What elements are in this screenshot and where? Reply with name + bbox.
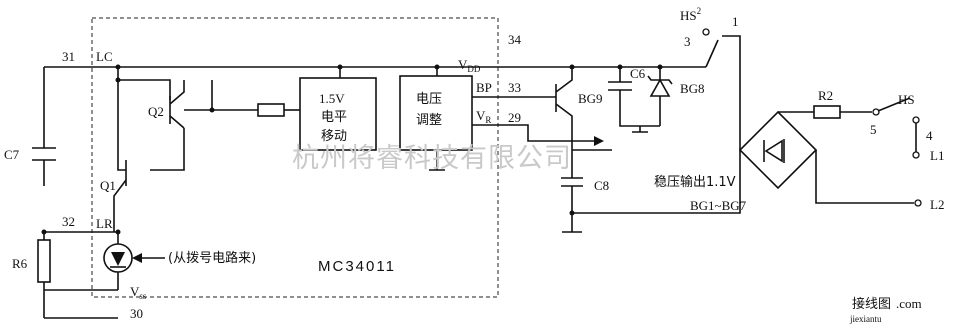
wire-c8-gnd (562, 186, 582, 233)
level-shift-line-2: 电平 (321, 110, 347, 125)
junction (115, 77, 121, 83)
switch-hs2-contact (702, 28, 710, 36)
node-5: 5 (870, 122, 877, 137)
pin-32: 32 (62, 214, 75, 229)
label-vss-sub: ss (139, 291, 147, 301)
label-c6: C6 (630, 66, 646, 81)
junction (617, 64, 623, 70)
node-3: 3 (684, 34, 691, 49)
wire-lc-down (117, 67, 171, 100)
wire-lc-q1 (117, 80, 126, 171)
bg9-emitter (555, 103, 573, 178)
label-bridge: BG1~BG7 (690, 198, 747, 213)
label-r2: R2 (818, 88, 833, 103)
terminal-l2 (914, 199, 922, 207)
bridge-diode (764, 139, 783, 163)
watermark-site: 接线图 (852, 296, 891, 311)
wire-bridge-return (572, 150, 741, 214)
junction (569, 210, 575, 216)
dial-input-arrow (132, 253, 142, 263)
pin-33: 33 (508, 80, 521, 95)
switch-hs2-blade (705, 39, 719, 68)
current-source-arrow (111, 252, 125, 266)
label-hs: HS (898, 92, 915, 107)
label-hs-top-main: HS (680, 8, 697, 23)
label-c7: C7 (4, 147, 20, 162)
label-vdd-sub: DD (467, 64, 480, 74)
chip-name: MC34011 (318, 258, 396, 275)
junction (337, 64, 343, 70)
label-c8: C8 (594, 178, 609, 193)
voltage-reg-line-2: 调整 (416, 113, 442, 128)
label-lc: LC (96, 49, 113, 64)
regulated-output-note: 稳压输出1.1V (654, 174, 736, 190)
resistor-r6 (37, 239, 51, 283)
level-shift-line-1: 1.5V (319, 91, 345, 106)
junction (434, 64, 440, 70)
switch-hs-contact (912, 116, 920, 124)
watermark-url: jiexiantu (849, 314, 882, 324)
label-hs-top-sub: 2 (697, 6, 702, 16)
label-vdd-main: V (458, 57, 468, 72)
pin-29: 29 (508, 110, 521, 125)
junction (657, 64, 663, 70)
label-vss: Vss (130, 284, 147, 301)
ic-boundary (91, 17, 499, 298)
label-q1: Q1 (100, 178, 116, 193)
wire-hs2-1 (722, 35, 741, 150)
q2-collector (169, 80, 185, 105)
voltage-reg-block (399, 75, 473, 151)
pin-31: 31 (62, 49, 75, 64)
wire-vreg-gnd (429, 150, 445, 171)
dial-input-note: (从拨号电路来) (168, 250, 256, 266)
label-vr-sub: R (485, 115, 491, 125)
label-lr: LR (96, 216, 113, 231)
q1-emitter (113, 179, 127, 232)
junction (209, 107, 215, 113)
junction (41, 229, 47, 235)
node-1: 1 (732, 14, 739, 29)
wire-q2-emitter-q1 (150, 128, 185, 171)
label-bg9: BG9 (578, 91, 603, 106)
bridge-rectifier (738, 110, 818, 190)
label-vr: VR (476, 108, 491, 125)
junction (115, 64, 121, 70)
wire-bridge-right (815, 150, 914, 204)
junction (115, 229, 121, 235)
label-bg8: BG8 (680, 81, 705, 96)
label-q2: Q2 (148, 104, 164, 119)
terminal-l1 (912, 151, 920, 159)
label-bp: BP (476, 80, 492, 95)
label-vdd: VDD (458, 57, 481, 74)
label-r6: R6 (12, 256, 28, 271)
watermark-company: 杭州将睿科技有限公司 (292, 143, 572, 174)
label-vr-main: V (476, 108, 486, 123)
level-shift-line-3: 移动 (321, 129, 347, 144)
label-l2: L2 (930, 197, 944, 212)
node-4: 4 (926, 128, 933, 143)
level-shift-block (299, 77, 377, 151)
label-l1: L1 (930, 148, 944, 163)
resistor-level-shift (257, 103, 285, 117)
pin-34: 34 (508, 32, 522, 47)
bg9-collector (555, 67, 573, 93)
voltage-reg-line-1: 电压 (416, 92, 442, 107)
label-vss-main: V (130, 284, 140, 299)
pin-30: 30 (130, 306, 143, 321)
resistor-r2 (813, 105, 841, 119)
watermark-site-domain: .com (896, 296, 922, 311)
wire-vr (472, 124, 596, 142)
wire-q2-base (184, 80, 258, 111)
q2-emitter (169, 115, 185, 129)
label-hs-top: HS2 (680, 6, 701, 23)
bg8-zener (649, 78, 671, 97)
bg8-bar (647, 75, 673, 85)
vr-arrow (594, 136, 604, 146)
switch-hs-pivot (872, 108, 880, 116)
switch-hs-blade (877, 97, 911, 112)
wire-gnd-c6 (632, 126, 648, 133)
junction (569, 64, 575, 70)
